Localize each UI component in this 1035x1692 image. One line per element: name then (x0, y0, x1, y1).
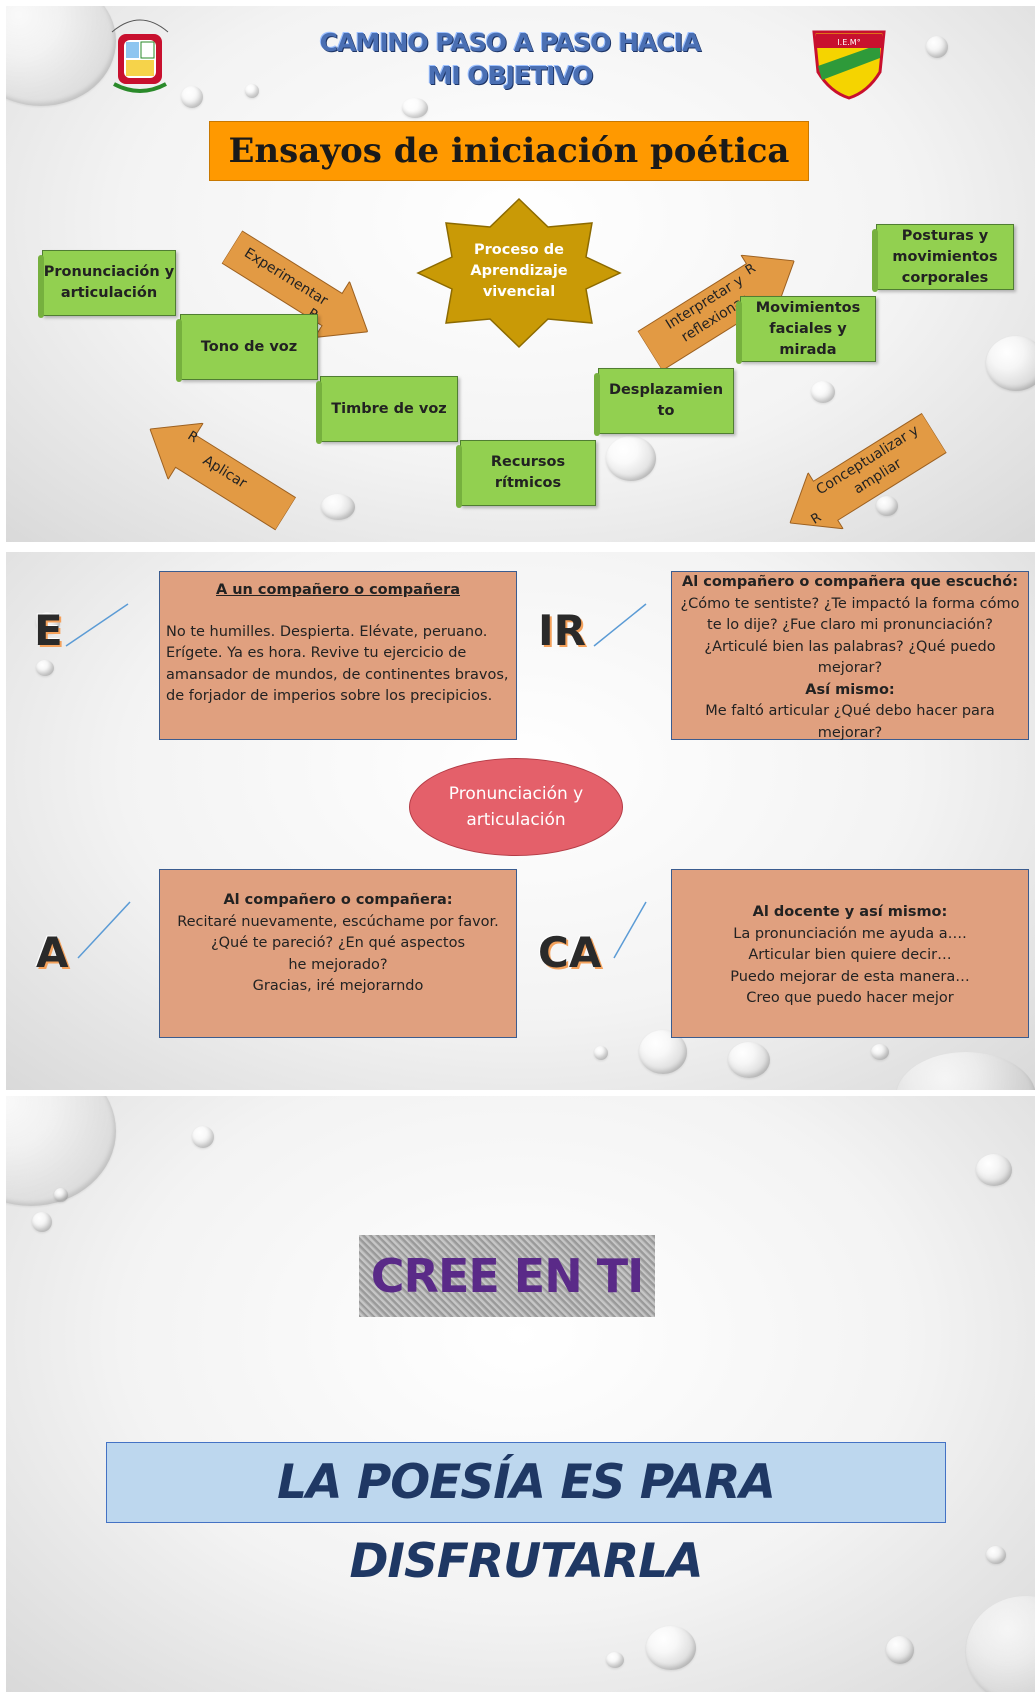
water-drop-decoration (321, 494, 355, 520)
letter-e: E (34, 606, 63, 655)
step-pronunciacion: Pronunciación y articulación (38, 250, 176, 318)
poesia-banner: LA POESÍA ES PARA DISFRUTARLA (106, 1442, 946, 1589)
box-a-heading: Al compañero o compañera: (223, 892, 453, 908)
school-badge-icon: I.E.M° (812, 30, 886, 100)
water-drop-decoration (876, 496, 898, 516)
water-drop-decoration (36, 660, 54, 676)
water-drop-decoration (926, 36, 948, 58)
water-drop-decoration (986, 1546, 1006, 1564)
step-recursos-ritmicos: Recursos rítmicos (456, 440, 596, 508)
letter-ir: IR (538, 606, 586, 655)
process-star-shape (416, 197, 622, 349)
header-line-1: CAMINO PASO A PASO HACIA (319, 28, 702, 57)
step-desplazamiento: Desplazamien to (594, 368, 734, 436)
step-tono-de-voz: Tono de voz (176, 314, 318, 382)
water-drop-decoration (402, 98, 428, 118)
box-ca: Al docente y así mismo: La pronunciación… (671, 869, 1029, 1038)
center-ellipse-label: Pronunciación y articulación (448, 784, 584, 830)
connector-line (77, 901, 131, 959)
water-drop-decoration (606, 436, 656, 481)
arrow-interpretar: Interpretar y reflexionar R (633, 233, 812, 379)
box-ca-line-1: La pronunciación me ayuda a…. (733, 925, 967, 942)
cree-en-ti-banner: CREE EN TI (359, 1235, 655, 1317)
water-drop-decoration (976, 1154, 1012, 1186)
water-drop-decoration (594, 1046, 608, 1060)
arrow-right-shape-icon (637, 254, 795, 372)
water-drop-decoration (871, 1044, 889, 1060)
water-drop-decoration (886, 1636, 914, 1664)
water-drop-decoration (986, 336, 1035, 391)
step-posturas: Posturas y movimientos corporales (872, 224, 1014, 292)
box-a-line-1: Recitaré nuevamente, escúchame por favor… (177, 913, 499, 930)
water-drop-decoration (606, 1652, 624, 1668)
center-ellipse: Pronunciación y articulación (409, 758, 623, 856)
box-ca-line-2: Articular bien quiere decir… (748, 947, 952, 963)
box-e-heading: A un compañero o compañera (215, 582, 461, 598)
box-ir: Al compañero o compañera que escuchó: ¿C… (671, 571, 1029, 741)
arrow-aplicar: R Aplicar (133, 401, 304, 542)
page-title: Ensayos de iniciación poética (209, 121, 809, 181)
water-drop-decoration (646, 1626, 696, 1670)
water-drop-decoration (6, 6, 116, 106)
box-ir-heading: Al compañero o compañera que escuchó: (681, 574, 1018, 590)
water-drop-decoration (32, 1212, 52, 1232)
step-movimientos-faciales: Movimientos faciales y mirada (736, 296, 876, 364)
peru-coat-of-arms-icon (111, 19, 169, 93)
water-drop-decoration (811, 381, 835, 403)
box-ca-line-3: Puedo mejorar de esta manera… (730, 968, 970, 985)
box-e: A un compañero o compañera No te humille… (159, 571, 517, 740)
water-drop-decoration (54, 1188, 68, 1202)
process-star-label: Proceso de Aprendizaje vivencial (470, 242, 568, 300)
box-ir-heading-2: Así mismo: (805, 681, 895, 698)
water-drop-decoration (245, 84, 259, 98)
arrow-experimentar: Experimentar R (215, 219, 386, 360)
header-line-2: MI OBJETIVO (427, 61, 593, 90)
arrow-right-shape-icon (221, 230, 369, 339)
water-drop-decoration (36, 612, 60, 634)
box-ir-body-2: Me faltó articular ¿Qué debo hacer para … (705, 703, 995, 741)
water-drop-decoration (192, 1126, 214, 1148)
water-drop-decoration (181, 86, 203, 108)
arrow-left-shape-icon (789, 412, 948, 530)
arrow-conceptualizar: R Conceptualizar y ampliar (773, 405, 952, 551)
water-drop-decoration (896, 1052, 1035, 1090)
letter-a: A (36, 928, 69, 977)
letter-ca: CA (538, 928, 602, 977)
box-a-line-3: Gracias, iré mejorarndo (252, 978, 424, 994)
slide-motivation (6, 1096, 1035, 1692)
box-ca-heading: Al docente y así mismo: (752, 904, 948, 920)
connector-line (613, 901, 647, 959)
box-a: Al compañero o compañera: Recitaré nueva… (159, 869, 517, 1038)
water-drop-decoration (966, 1596, 1035, 1692)
box-e-body: No te humilles. Despierta. Elévate, peru… (166, 623, 509, 705)
box-ca-line-4: Creo que puedo hacer mejor (746, 990, 954, 1006)
step-timbre-de-voz: Timbre de voz (316, 376, 458, 444)
water-drop-decoration (728, 1042, 770, 1078)
box-ir-body: ¿Cómo te sentiste? ¿Te impactó la forma … (680, 595, 1020, 677)
school-badge-label: I.E.M° (837, 38, 860, 47)
arrow-left-shape-icon (149, 422, 297, 531)
connector-line (65, 603, 129, 647)
slide-header: CAMINO PASO A PASO HACIA MI OBJETIVO (260, 26, 760, 92)
box-a-line-2: ¿Qué te pareció? ¿En qué aspectos he mej… (210, 935, 466, 973)
connector-line (593, 603, 647, 647)
